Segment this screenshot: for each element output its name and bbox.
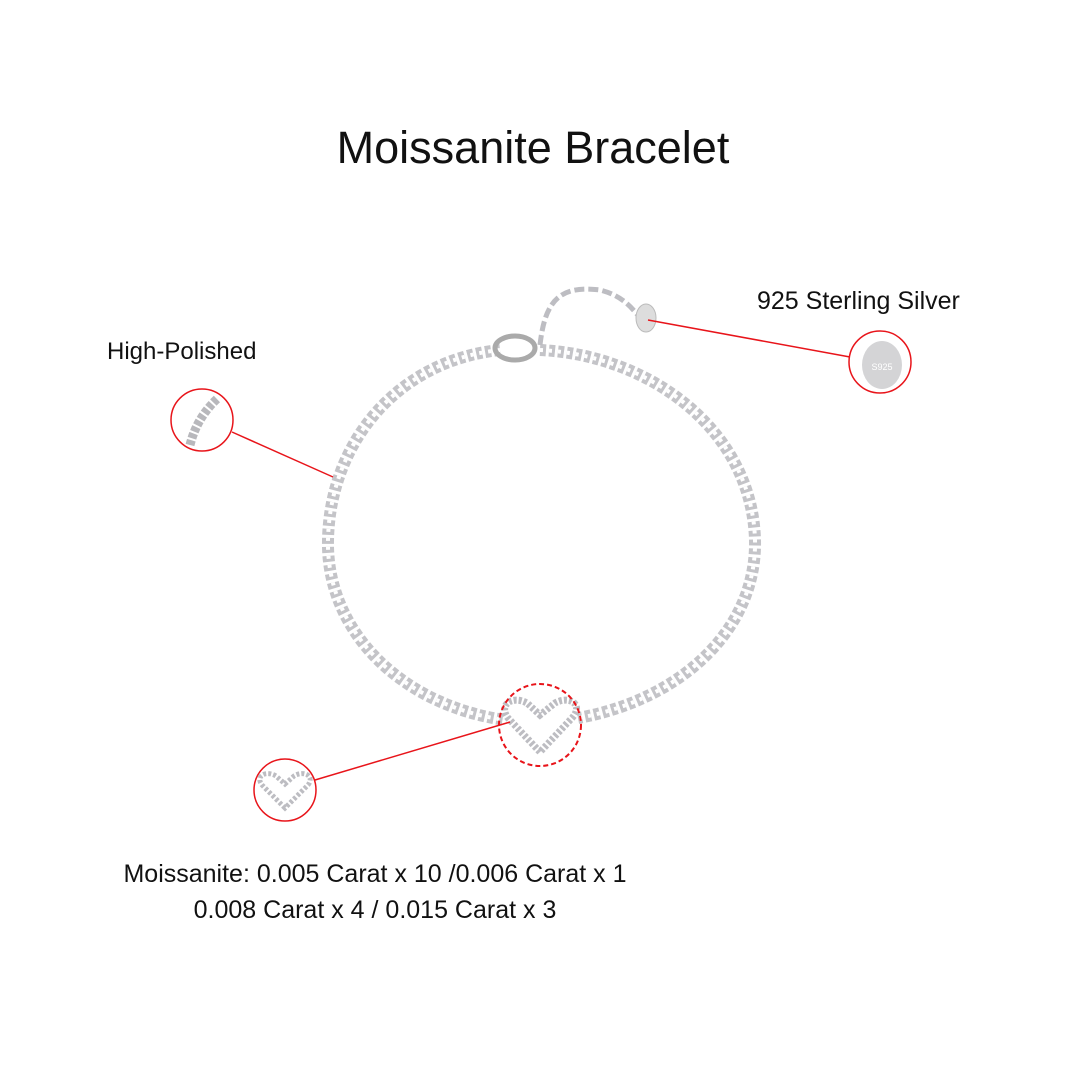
spec-line-2: 0.008 Carat x 4 / 0.015 Carat x 3 [193,896,557,924]
stamp-text: S925 [871,362,892,372]
s925-tag [635,303,657,333]
moissanite-spec: Moissanite: 0.005 Carat x 10 /0.006 Cara… [60,856,690,928]
sterling-silver-label: 925 Sterling Silver [757,287,960,315]
lobster-clasp [492,333,538,363]
bracelet-chain [321,286,762,726]
silver-callout: S925 [647,319,912,394]
page-title: Moissanite Bracelet [336,122,730,173]
heart-pendant [501,696,580,758]
heart-callout [253,683,582,822]
high-polished-label: High-Polished [107,338,257,365]
polish-callout [170,388,334,478]
spec-line-1: Moissanite: 0.005 Carat x 10 /0.006 Cara… [123,860,627,888]
